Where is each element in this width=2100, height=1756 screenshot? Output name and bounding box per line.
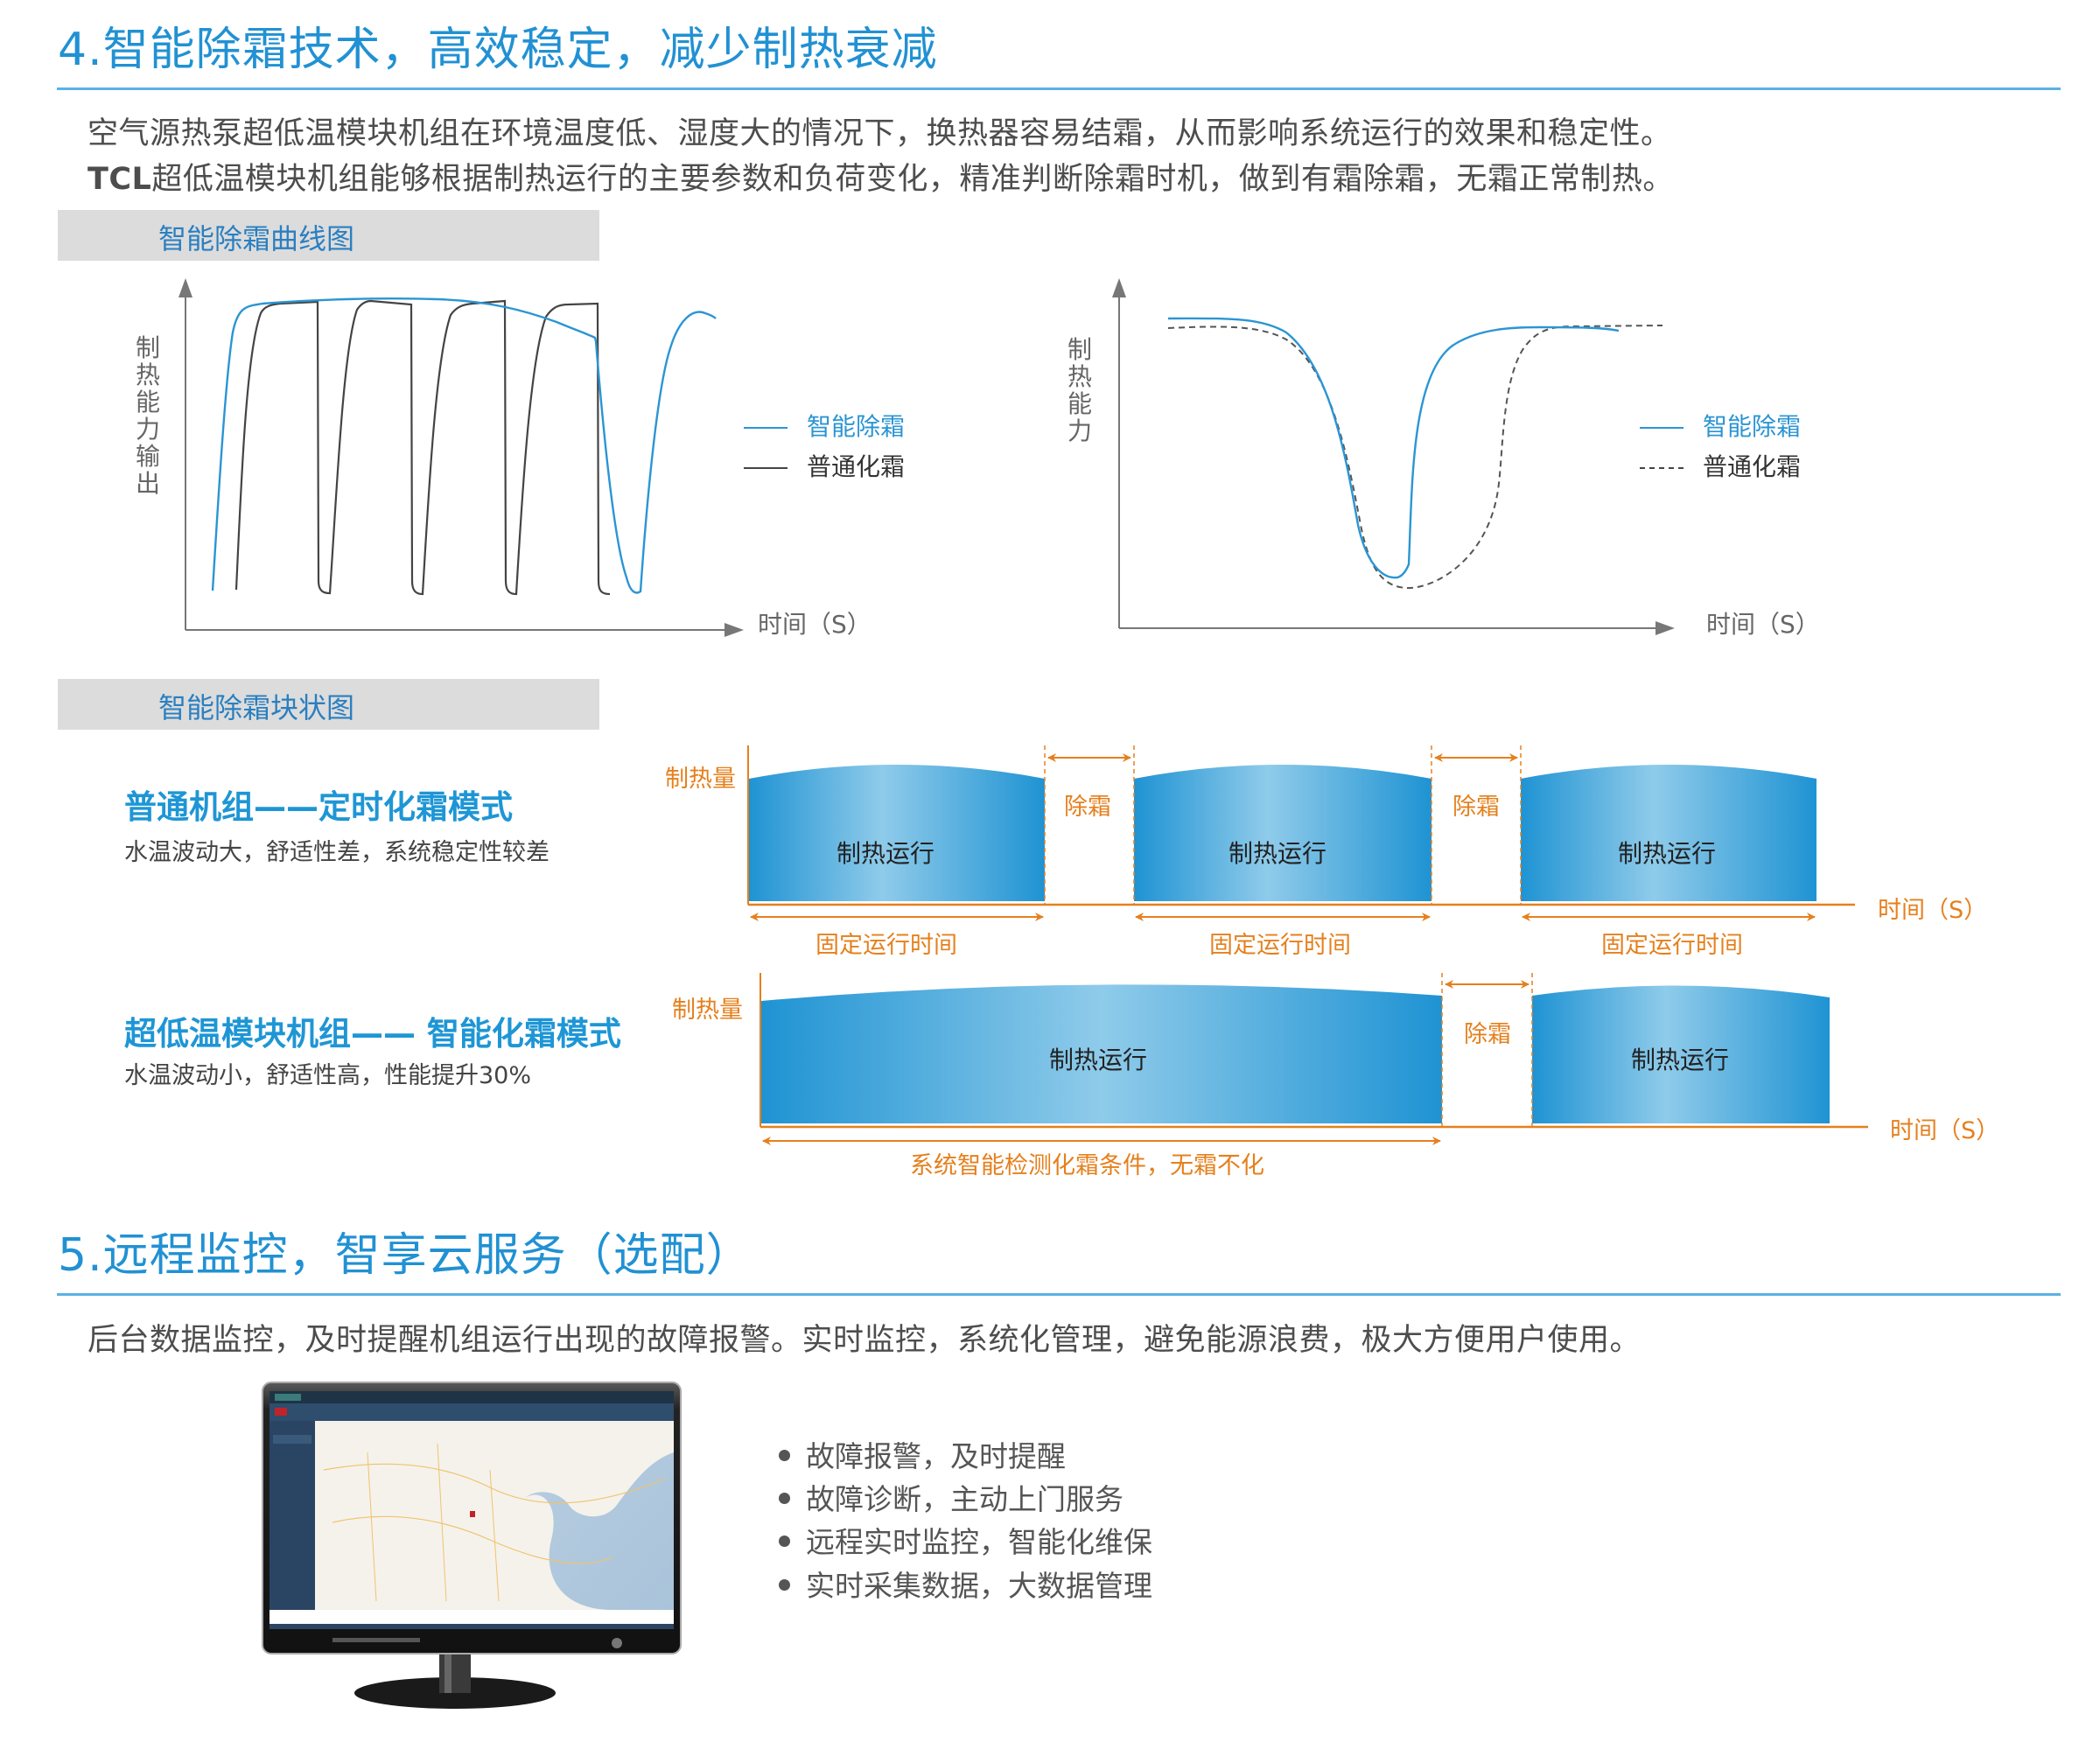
row1-mode-subtitle: 水温波动大，舒适性差，系统稳定性较差 [124,839,550,866]
row1-span-2: 固定运行时间 [1209,932,1351,959]
section5-divider [57,1293,2061,1296]
block-chart-label-box: 智能除霜块状图 [58,679,599,730]
row1-defrost-2: 除霜 [1452,794,1500,821]
feature-bullet-3: 远程实时监控，智能化维保 [779,1519,1152,1561]
brand-tcl: TCL [88,162,152,197]
row1-heating-block-1: 制热运行 [836,839,935,868]
row1-x-label: 时间（S） [1878,897,1988,924]
left-chart-x-label: 时间（S） [758,610,872,639]
right-legend-normal: 普通化霜 [1640,448,1801,483]
row2-x-label: 时间（S） [1890,1117,2000,1144]
legend-line-solid-dark-icon [744,467,788,469]
bullet-dot-icon [779,1536,790,1547]
legend-line-solid-blue-icon [1640,427,1684,429]
bullet-dot-icon [779,1579,790,1591]
row2-mode-title: 超低温模块机组—— 智能化霜模式 [124,1015,621,1053]
row1-heating-block-3: 制热运行 [1617,839,1717,868]
row1-span-3: 固定运行时间 [1601,932,1743,959]
row2-heating-block-2: 制热运行 [1630,1046,1730,1074]
right-legend-smart: 智能除霜 [1640,408,1801,443]
feature-bullet-4: 实时采集数据，大数据管理 [779,1563,1152,1605]
section4-title: 4.智能除霜技术，高效稳定，减少制热衰减 [58,24,938,76]
row2-span: 系统智能检测化霜条件，无霜不化 [910,1152,1264,1179]
feature-bullet-1: 故障报警，及时提醒 [779,1433,1066,1475]
left-chart-y-label: 制热能力输出 [135,333,160,498]
legend-line-solid-blue-icon [744,427,788,429]
section4-divider [57,87,2061,90]
row1-y-label: 制热量 [665,766,736,793]
bullet-dot-icon [779,1493,790,1504]
bullet-dot-icon [779,1450,790,1461]
right-chart-x-label: 时间（S） [1706,610,1820,639]
row1-heating-block-2: 制热运行 [1228,839,1327,868]
left-legend-normal: 普通化霜 [744,448,905,483]
row1-mode-title: 普通机组——定时化霜模式 [124,788,513,826]
row1-defrost-1: 除霜 [1064,794,1111,821]
legend-line-dashed-dark-icon [1640,467,1684,469]
section5-paragraph: 后台数据监控，及时提醒机组运行出现的故障报警。实时监控，系统化管理，避免能源浪费… [88,1323,1642,1358]
row2-heating-block-1: 制热运行 [1048,1046,1148,1074]
curve-chart-label: 智能除霜曲线图 [158,222,355,255]
section5-title: 5.远程监控，智享云服务（选配） [58,1229,752,1282]
feature-bullet-2: 故障诊断，主动上门服务 [779,1476,1124,1518]
row2-y-label: 制热量 [672,997,743,1024]
row2-defrost: 除霜 [1464,1021,1511,1048]
row2-mode-subtitle: 水温波动小，舒适性高，性能提升30% [124,1062,532,1089]
row1-span-1: 固定运行时间 [816,932,957,959]
right-chart-y-label: 制热能力 [1067,335,1092,445]
curve-chart-label-box: 智能除霜曲线图 [58,210,599,261]
left-legend-smart: 智能除霜 [744,408,905,443]
section4-paragraph-line2: TCL超低温模块机组能够根据制热运行的主要参数和负荷变化，精准判断除霜时机，做到… [88,162,1674,197]
section4-paragraph-line1: 空气源热泵超低温模块机组在环境温度低、湿度大的情况下，换热器容易结霜，从而影响系… [88,116,1672,151]
block-chart-label: 智能除霜块状图 [158,691,355,724]
